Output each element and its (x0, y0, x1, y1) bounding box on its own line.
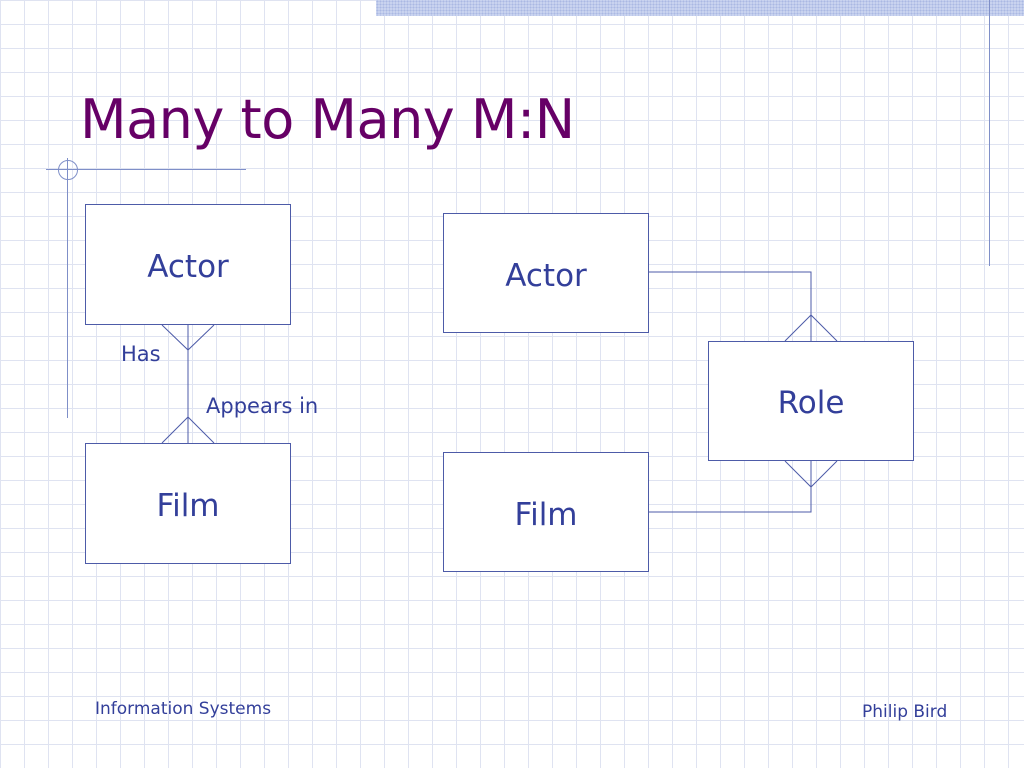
left-entity-actor-label: Actor (147, 249, 229, 285)
footer-course-name: Information Systems (95, 699, 272, 719)
footer-author: Philip Bird (862, 702, 948, 722)
slide-title: Many to Many M:N (80, 88, 575, 151)
right-entity-film-label: Film (514, 497, 578, 533)
left-crowfoot-actor (161, 324, 215, 351)
right-entity-actor: Actor (443, 213, 649, 333)
right-entity-role-label: Role (777, 385, 845, 421)
right-connector-actor-role (649, 271, 812, 341)
rule-circle-ornament (58, 160, 78, 180)
left-decoration-rule (67, 158, 68, 418)
relationship-label-has: Has (121, 342, 161, 366)
right-entity-role: Role (708, 341, 914, 461)
right-entity-film: Film (443, 452, 649, 572)
left-crowfoot-film (161, 416, 215, 444)
right-crowfoot-role-bottom (784, 460, 838, 488)
left-entity-film-label: Film (156, 488, 220, 524)
right-entity-actor-label: Actor (505, 258, 587, 294)
relationship-label-appears-in: Appears in (206, 394, 319, 418)
title-underline-rule (46, 169, 246, 170)
header-decoration-bar (376, 0, 1024, 16)
right-decoration-rule (989, 0, 990, 266)
left-entity-actor: Actor (85, 204, 291, 325)
right-crowfoot-role-top (784, 314, 838, 342)
left-entity-film: Film (85, 443, 291, 564)
right-connector-film-role (649, 461, 812, 513)
